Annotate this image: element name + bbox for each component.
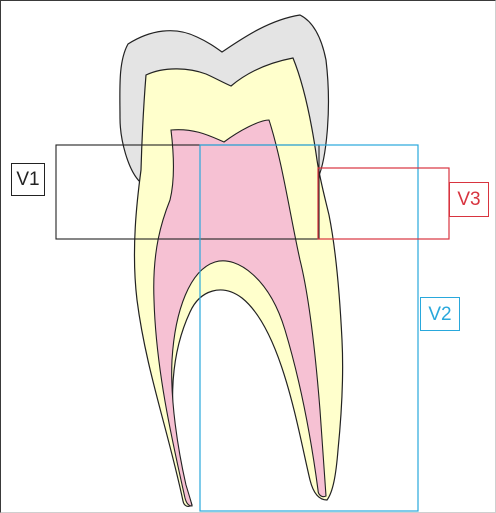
v2-label: V2	[420, 297, 460, 331]
v3-region-box	[318, 168, 449, 239]
v3-label: V3	[449, 182, 489, 217]
v1-label: V1	[11, 163, 45, 196]
